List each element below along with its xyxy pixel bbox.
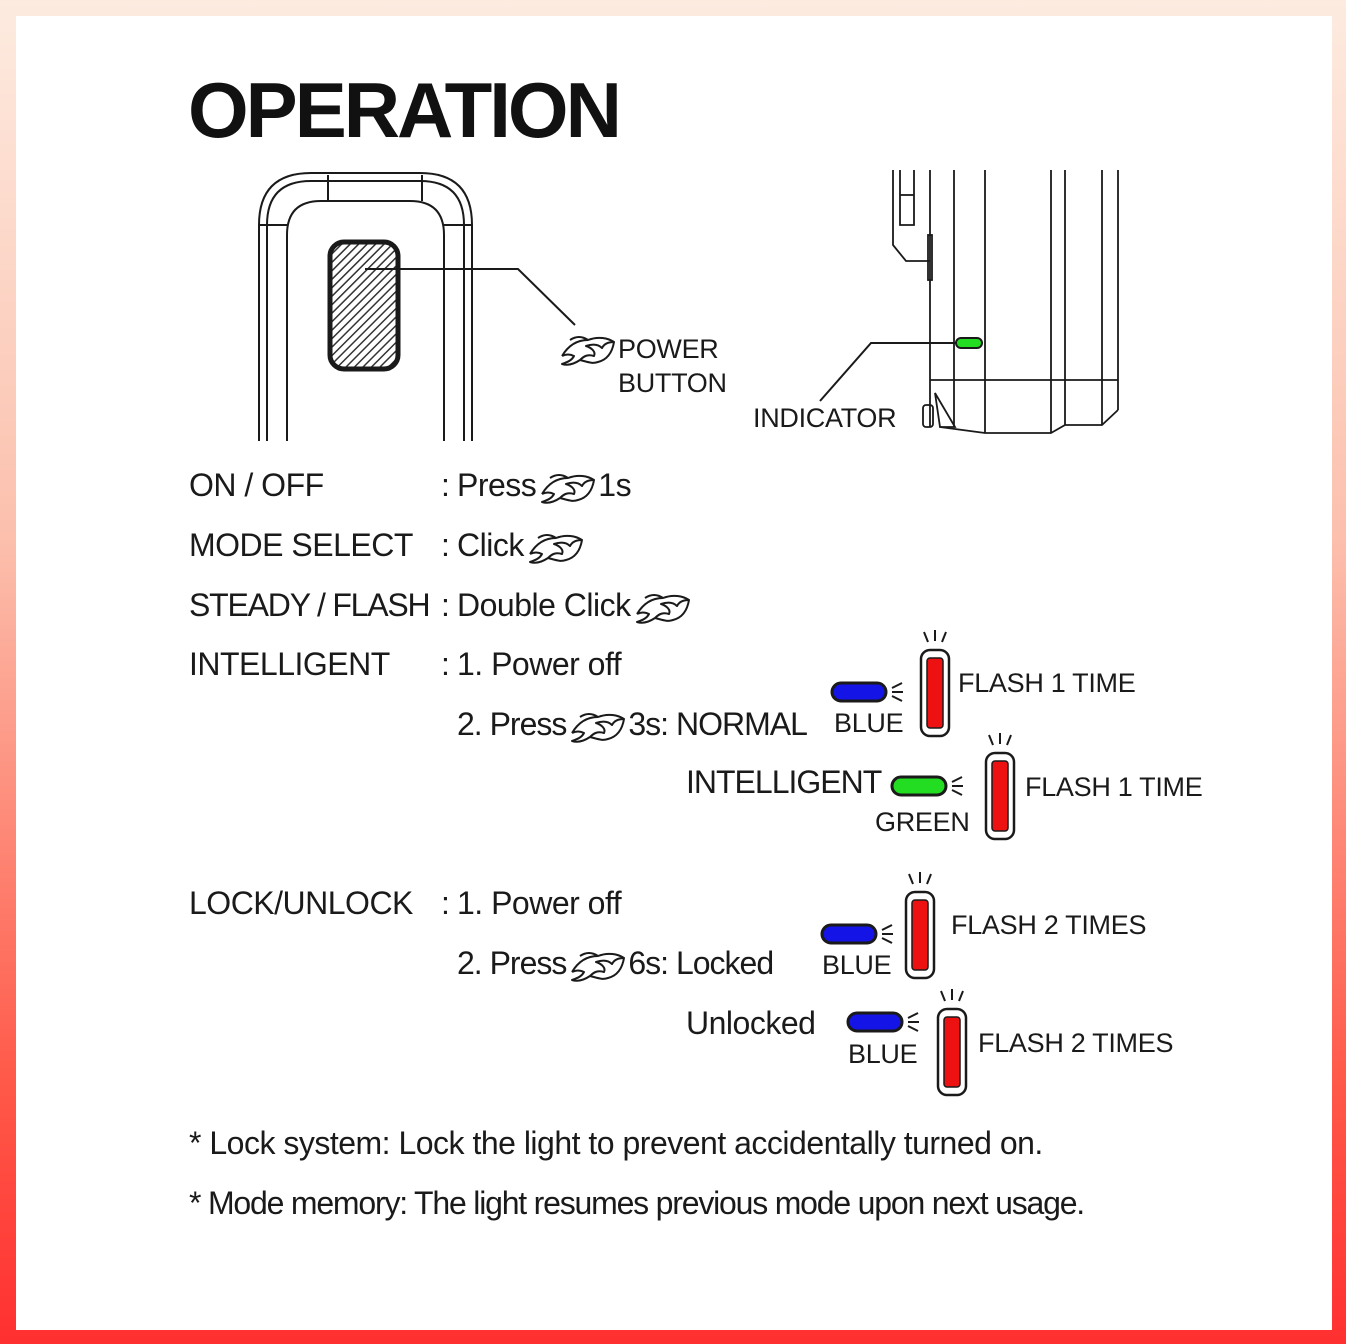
op-colon: : xyxy=(441,527,450,563)
op-step-2: 2. Press 6s: Locked xyxy=(457,945,774,984)
lamp-flash-icon xyxy=(936,989,968,1097)
power-icon xyxy=(538,470,596,506)
power-button-label-2: BUTTON xyxy=(618,368,727,398)
manual-page xyxy=(16,16,1332,1330)
op-value-on-off: Press 1s xyxy=(457,467,632,506)
op-step-1: 1. Power off xyxy=(457,646,622,682)
led-color-label: GREEN xyxy=(875,807,970,837)
lamp-flash-icon xyxy=(904,872,936,980)
power-icon xyxy=(526,530,584,566)
mode-label: Unlocked xyxy=(686,1005,816,1041)
indicator-label: INDICATOR xyxy=(753,403,897,433)
power-icon xyxy=(558,332,616,368)
flash-count-label: FLASH 1 TIME xyxy=(958,668,1136,698)
lamp-flash-icon xyxy=(984,733,1016,841)
op-value-mode-select: Click xyxy=(457,527,586,566)
op-label-mode-select: MODE SELECT xyxy=(189,527,413,563)
led-blue-icon xyxy=(846,1011,919,1033)
op-value-steady-flash: Double Click xyxy=(457,587,693,626)
page-title: OPERATION xyxy=(188,66,622,154)
lamp-flash-icon xyxy=(919,630,951,738)
led-green-icon xyxy=(890,775,963,797)
flash-count-label: FLASH 2 TIMES xyxy=(951,910,1147,940)
op-action: Double Click xyxy=(457,587,631,623)
op-duration: 1s xyxy=(598,467,632,503)
indicator-led xyxy=(955,337,983,349)
device-front-illustration xyxy=(258,172,576,441)
op-step-1: 1. Power off xyxy=(457,885,622,921)
power-icon xyxy=(633,590,691,626)
op-label-intelligent: INTELLIGENT xyxy=(189,646,390,682)
power-icon xyxy=(568,709,626,745)
mode-label: INTELLIGENT xyxy=(686,764,882,800)
op-action: Press xyxy=(457,467,537,503)
op-action: Click xyxy=(457,527,524,563)
op-colon: : xyxy=(441,646,450,682)
op-label-lock-unlock: LOCK/UNLOCK xyxy=(189,885,413,921)
led-color-label: BLUE xyxy=(848,1039,918,1069)
op-label-on-off: ON / OFF xyxy=(189,467,324,503)
op-label-steady-flash: STEADY / FLASH xyxy=(189,587,431,623)
led-blue-icon xyxy=(820,923,893,945)
op-step-text: 3s: NORMAL xyxy=(628,706,807,742)
led-color-label: BLUE xyxy=(834,708,904,738)
led-blue-icon xyxy=(830,681,903,703)
power-button-label: POWER xyxy=(618,334,719,364)
op-colon: : xyxy=(441,467,450,503)
op-step-2: 2. Press 3s: NORMAL xyxy=(457,706,808,745)
note-mode-memory: * Mode memory: The light resumes previou… xyxy=(189,1185,1085,1221)
op-colon: : xyxy=(441,885,450,921)
flash-count-label: FLASH 2 TIMES xyxy=(978,1028,1174,1058)
flash-count-label: FLASH 1 TIME xyxy=(1025,772,1203,802)
op-step-text: 2. Press xyxy=(457,945,567,981)
note-lock-system: * Lock system: Lock the light to prevent… xyxy=(189,1125,1043,1161)
power-button-shape xyxy=(327,239,401,372)
power-icon xyxy=(568,948,626,984)
device-side-illustration xyxy=(819,170,1119,434)
op-step-text: 6s: Locked xyxy=(628,945,774,981)
op-colon: : xyxy=(441,587,450,623)
op-step-text: 2. Press xyxy=(457,706,567,742)
led-color-label: BLUE xyxy=(822,950,892,980)
